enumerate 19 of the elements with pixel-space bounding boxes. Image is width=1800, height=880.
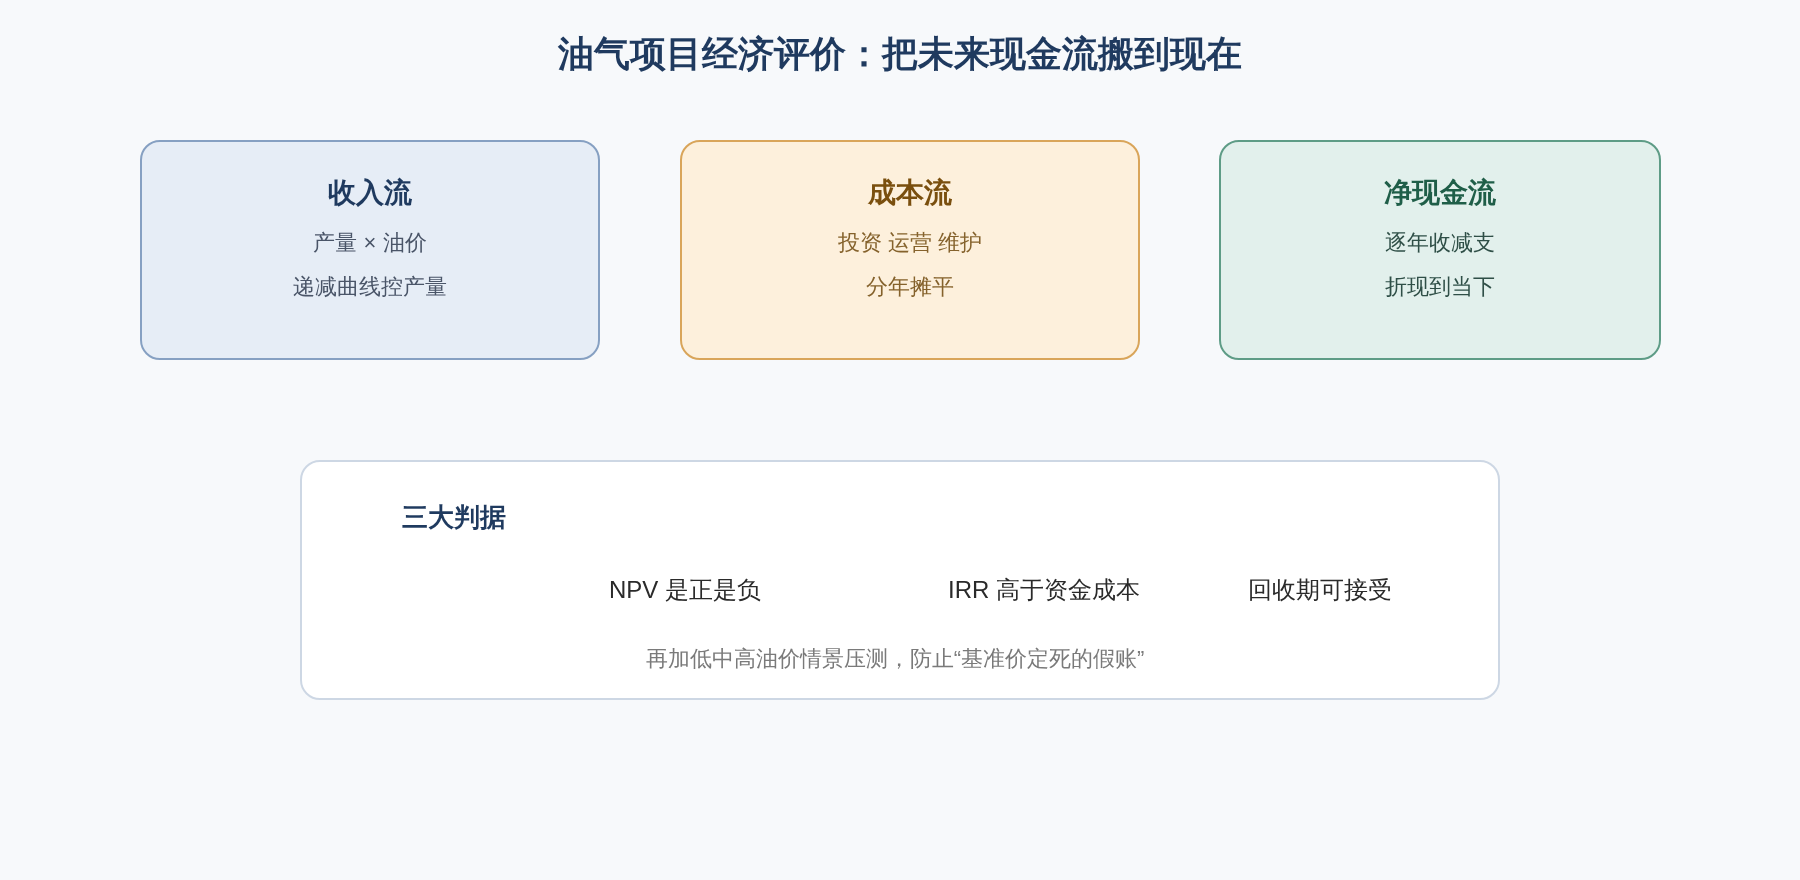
card-heading: 净现金流 — [1384, 176, 1496, 210]
info-card — [1219, 140, 1661, 360]
card-text: 分年摊平 — [866, 274, 954, 301]
note-text: 再加低中高油价情景压测，防止“基准价定死的假账” — [645, 646, 1145, 673]
card-text: 产量 × 油价 — [313, 230, 427, 257]
card-text: 投资 运营 维护 — [837, 230, 983, 257]
criterion-text: 回收期可接受 — [1248, 576, 1392, 605]
info-card — [680, 140, 1140, 360]
card-heading: 收入流 — [328, 176, 412, 210]
card-text: 折现到当下 — [1385, 274, 1495, 301]
panel-heading: 三大判据 — [402, 502, 506, 534]
card-text: 逐年收减支 — [1385, 230, 1495, 257]
card-heading: 成本流 — [868, 176, 952, 210]
info-card — [140, 140, 600, 360]
criteria-panel — [300, 460, 1500, 700]
criterion-text: NPV 是正是负 — [609, 576, 761, 605]
card-text: 递减曲线控产量 — [293, 274, 447, 301]
criterion-text: IRR 高于资金成本 — [948, 576, 1140, 605]
diagram-title: 油气项目经济评价：把未来现金流搬到现在 — [557, 32, 1243, 76]
